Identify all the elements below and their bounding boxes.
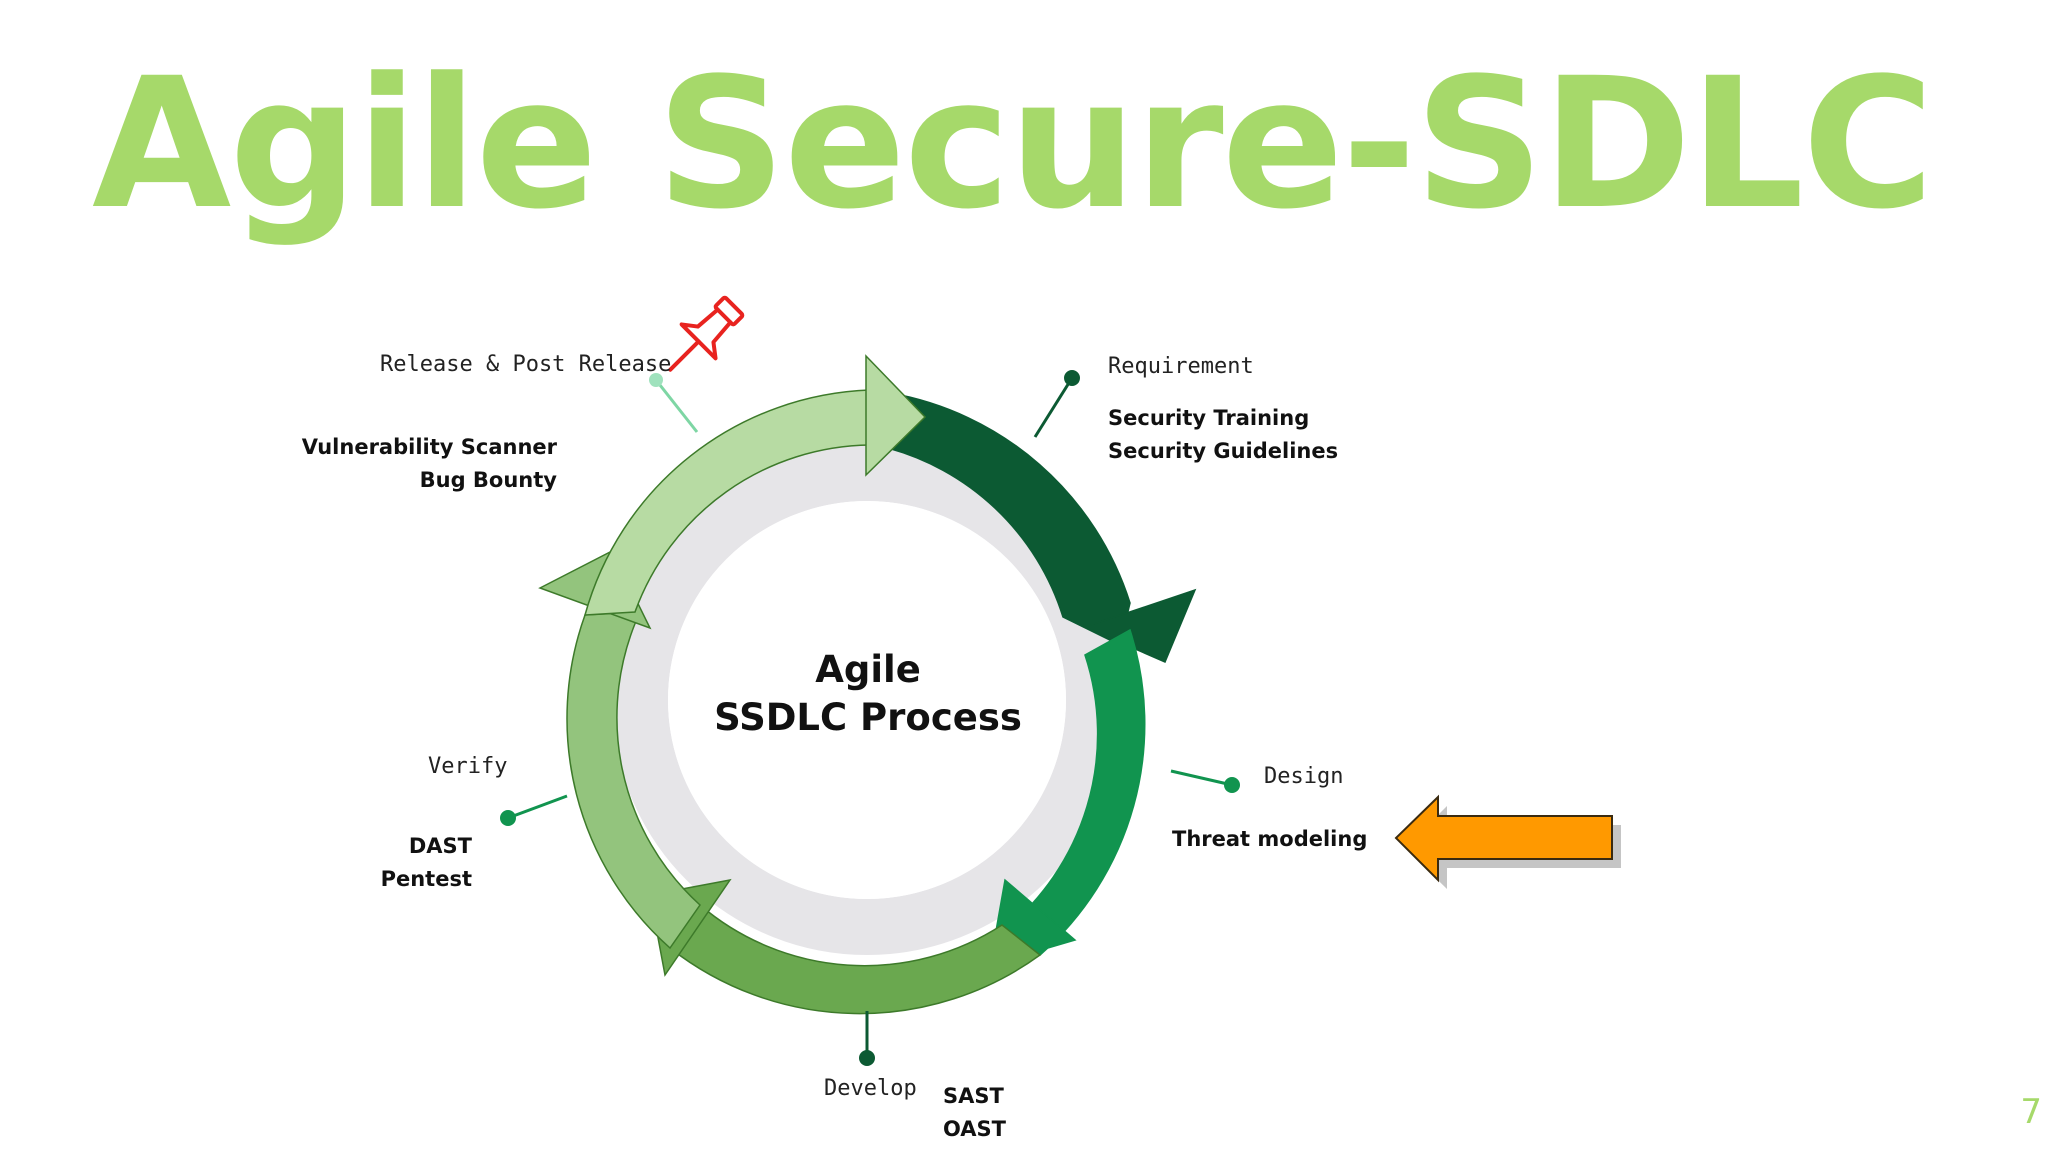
phase-label-release: Release & Post Release (380, 352, 672, 377)
page-number: 7 (2020, 1092, 2042, 1132)
tool-item: SAST (943, 1084, 1004, 1108)
pushpin-icon (668, 295, 745, 372)
tool-item: DAST (408, 834, 472, 858)
phase-label-design: Design (1264, 764, 1344, 789)
dot-verify (500, 810, 516, 826)
connector-verify (507, 794, 568, 820)
tool-item: OAST (943, 1117, 1006, 1141)
left-arrow-icon (1394, 794, 1621, 889)
phase-label-verify: Verify (428, 754, 508, 779)
dot-requirement (1064, 370, 1080, 386)
phase-label-develop: Develop (824, 1076, 917, 1101)
tool-item: Bug Bounty (419, 468, 557, 492)
tools-requirement: Security Training Security Guidelines (1108, 402, 1338, 468)
tools-release: Vulnerability Scanner Bug Bounty (292, 431, 557, 497)
connector-release (654, 379, 699, 433)
connector-design (1170, 769, 1233, 787)
tools-develop: SAST OAST (943, 1080, 1006, 1146)
slide-title: Agile Secure-SDLC (92, 40, 1934, 249)
center-title-line2: SSDLC Process (714, 696, 1022, 739)
arrowhead-release (865, 354, 927, 477)
tool-item: Pentest (380, 867, 472, 891)
phase-arc-requirement (883, 392, 1131, 647)
center-disc (668, 501, 1066, 899)
dot-release (649, 373, 663, 387)
tool-item: Security Guidelines (1108, 439, 1339, 463)
tools-verify: DAST Pentest (340, 830, 472, 896)
tool-item: Security Training (1108, 406, 1310, 430)
phase-label-requirement: Requirement (1108, 354, 1254, 379)
dot-develop (859, 1050, 875, 1066)
dot-design (1224, 777, 1240, 793)
tool-item: Vulnerability Scanner (301, 435, 557, 459)
tools-design: Threat modeling (1172, 823, 1367, 856)
tool-item: Threat modeling (1172, 827, 1368, 851)
connector-requirement (1033, 377, 1074, 438)
center-title-line1: Agile (815, 648, 921, 691)
